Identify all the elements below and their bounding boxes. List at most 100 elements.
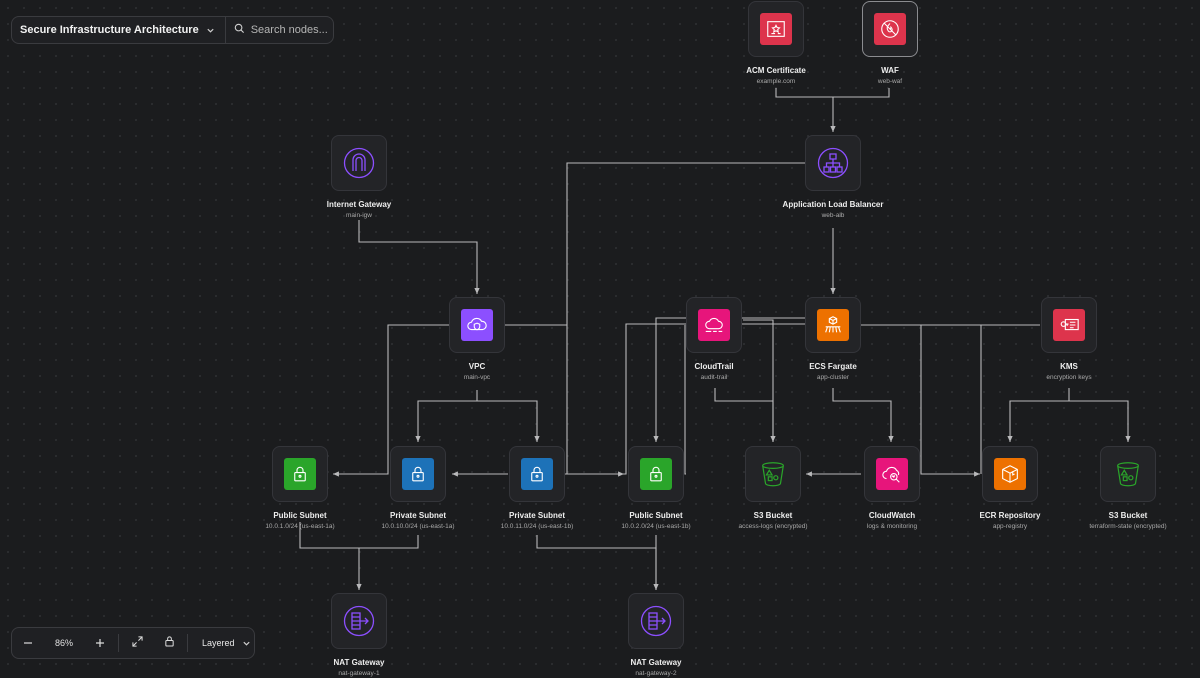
diagram-selector[interactable]: Secure Infrastructure Architecture	[12, 17, 226, 43]
lock-icon	[402, 458, 434, 490]
zoom-out-button[interactable]	[12, 628, 44, 658]
node-label: ACM Certificate	[746, 66, 806, 75]
edge-pub1-nat1	[299, 522, 362, 590]
zoom-in-button[interactable]	[84, 628, 116, 658]
node-label: Internet Gateway	[326, 200, 392, 209]
search-input[interactable]	[250, 24, 351, 36]
node-acm-certificate[interactable]: ACM Certificate example.com	[716, 1, 836, 86]
node-sublabel: 10.0.11.0/24 (us-east-1b)	[500, 523, 574, 530]
node-ecs-fargate[interactable]: ECS Fargate app-cluster	[773, 297, 893, 382]
edge-priv2-nat2	[536, 535, 659, 590]
node-tile	[272, 446, 328, 502]
load-balancer-icon	[817, 147, 849, 179]
node-tile	[331, 593, 387, 649]
nat-gateway-icon	[343, 605, 375, 637]
edge-vpc-priv2	[477, 400, 540, 442]
node-waf[interactable]: WAF web-waf	[830, 1, 950, 86]
node-label: Public Subnet	[273, 511, 327, 520]
layout-dropdown[interactable]: Layered	[190, 638, 251, 648]
node-label: CloudWatch	[868, 511, 916, 520]
node-s3-terraform-state[interactable]: S3 Bucket terraform-state (encrypted)	[1068, 446, 1188, 531]
cloudtrail-icon	[698, 309, 730, 341]
lock-button[interactable]	[153, 628, 185, 658]
waf-icon	[874, 13, 906, 45]
node-kms[interactable]: KMS encryption keys	[1009, 297, 1129, 382]
node-label: KMS	[1060, 362, 1078, 371]
node-label: ECR Repository	[979, 511, 1041, 520]
cloudwatch-icon	[876, 458, 908, 490]
node-sublabel: main-igw	[345, 212, 372, 219]
node-label: Private Subnet	[389, 511, 446, 520]
node-ecr-repository[interactable]: ECR Repository app-registry	[950, 446, 1070, 531]
node-vpc[interactable]: VPC main-vpc	[417, 297, 537, 382]
node-sublabel: 10.0.10.0/24 (us-east-1a)	[381, 523, 455, 530]
node-sublabel: access-logs (encrypted)	[738, 523, 808, 530]
node-tile	[509, 446, 565, 502]
node-tile	[805, 297, 861, 353]
node-tile	[1100, 446, 1156, 502]
edge-kms-s3state	[1069, 400, 1131, 442]
ecr-icon	[994, 458, 1026, 490]
node-public-subnet-2[interactable]: Public Subnet 10.0.2.0/24 (us-east-1b)	[596, 446, 716, 531]
lock-icon	[521, 458, 553, 490]
node-internet-gateway[interactable]: Internet Gateway main-igw	[299, 135, 419, 220]
lock-icon	[284, 458, 316, 490]
divider	[118, 634, 119, 652]
node-tile	[686, 297, 742, 353]
edge-igw-vpc	[358, 220, 480, 294]
node-tile	[862, 1, 918, 57]
vpc-icon	[461, 309, 493, 341]
node-sublabel: main-vpc	[463, 374, 491, 381]
node-tile	[1041, 297, 1097, 353]
canvas-controls: 86% Layered	[11, 627, 255, 659]
node-application-load-balancer[interactable]: Application Load Balancer web-alb	[773, 135, 893, 220]
node-s3-access-logs[interactable]: S3 Bucket access-logs (encrypted)	[713, 446, 833, 531]
search-box[interactable]	[226, 17, 351, 43]
node-sublabel: app-registry	[992, 523, 1028, 530]
node-cloudwatch[interactable]: CloudWatch logs & monitoring	[832, 446, 952, 531]
node-sublabel: app-cluster	[816, 374, 850, 381]
chevron-down-icon	[242, 639, 251, 648]
node-cloudtrail[interactable]: CloudTrail audit-trail	[654, 297, 774, 382]
node-tile	[331, 135, 387, 191]
divider	[187, 634, 188, 652]
node-sublabel: 10.0.2.0/24 (us-east-1b)	[621, 523, 691, 530]
node-label: NAT Gateway	[333, 658, 385, 667]
s3-bucket-icon	[757, 458, 789, 490]
node-label: Application Load Balancer	[782, 200, 884, 209]
edge-acm-alb	[775, 88, 836, 132]
node-private-subnet-2[interactable]: Private Subnet 10.0.11.0/24 (us-east-1b)	[477, 446, 597, 531]
node-sublabel: nat-gateway-1	[338, 670, 380, 677]
node-public-subnet-1[interactable]: Public Subnet 10.0.1.0/24 (us-east-1a)	[240, 446, 360, 531]
edge-kms-ecr	[1007, 388, 1070, 442]
node-sublabel: logs & monitoring	[866, 523, 918, 530]
edge-priv1-nat1	[359, 535, 419, 549]
node-tile	[805, 135, 861, 191]
node-nat-gateway-2[interactable]: NAT Gateway nat-gateway-2	[596, 593, 716, 678]
node-tile	[748, 1, 804, 57]
expand-icon	[131, 634, 143, 652]
node-sublabel: web-alb	[821, 212, 845, 219]
edge-cloudtrail-s3	[714, 388, 776, 442]
search-icon	[234, 21, 245, 39]
top-toolbar: Secure Infrastructure Architecture	[11, 16, 351, 44]
node-nat-gateway-1[interactable]: NAT Gateway nat-gateway-1	[299, 593, 419, 678]
node-sublabel: example.com	[756, 78, 796, 85]
unlock-icon	[164, 634, 175, 652]
diagram-title: Secure Infrastructure Architecture	[20, 24, 199, 36]
node-private-subnet-1[interactable]: Private Subnet 10.0.10.0/24 (us-east-1a)	[358, 446, 478, 531]
ecs-fargate-icon	[817, 309, 849, 341]
node-label: S3 Bucket	[753, 511, 793, 520]
kms-icon	[1053, 309, 1085, 341]
node-sublabel: terraform-state (encrypted)	[1089, 523, 1167, 530]
chevron-down-icon	[206, 26, 215, 35]
edge-ecs-cloudwatch	[832, 388, 894, 442]
node-label: Public Subnet	[629, 511, 683, 520]
node-label: VPC	[468, 362, 486, 371]
node-tile	[628, 593, 684, 649]
node-label: S3 Bucket	[1108, 511, 1148, 520]
node-label: WAF	[881, 66, 899, 75]
node-sublabel: 10.0.1.0/24 (us-east-1a)	[265, 523, 335, 530]
fit-view-button[interactable]	[121, 628, 153, 658]
node-tile	[982, 446, 1038, 502]
